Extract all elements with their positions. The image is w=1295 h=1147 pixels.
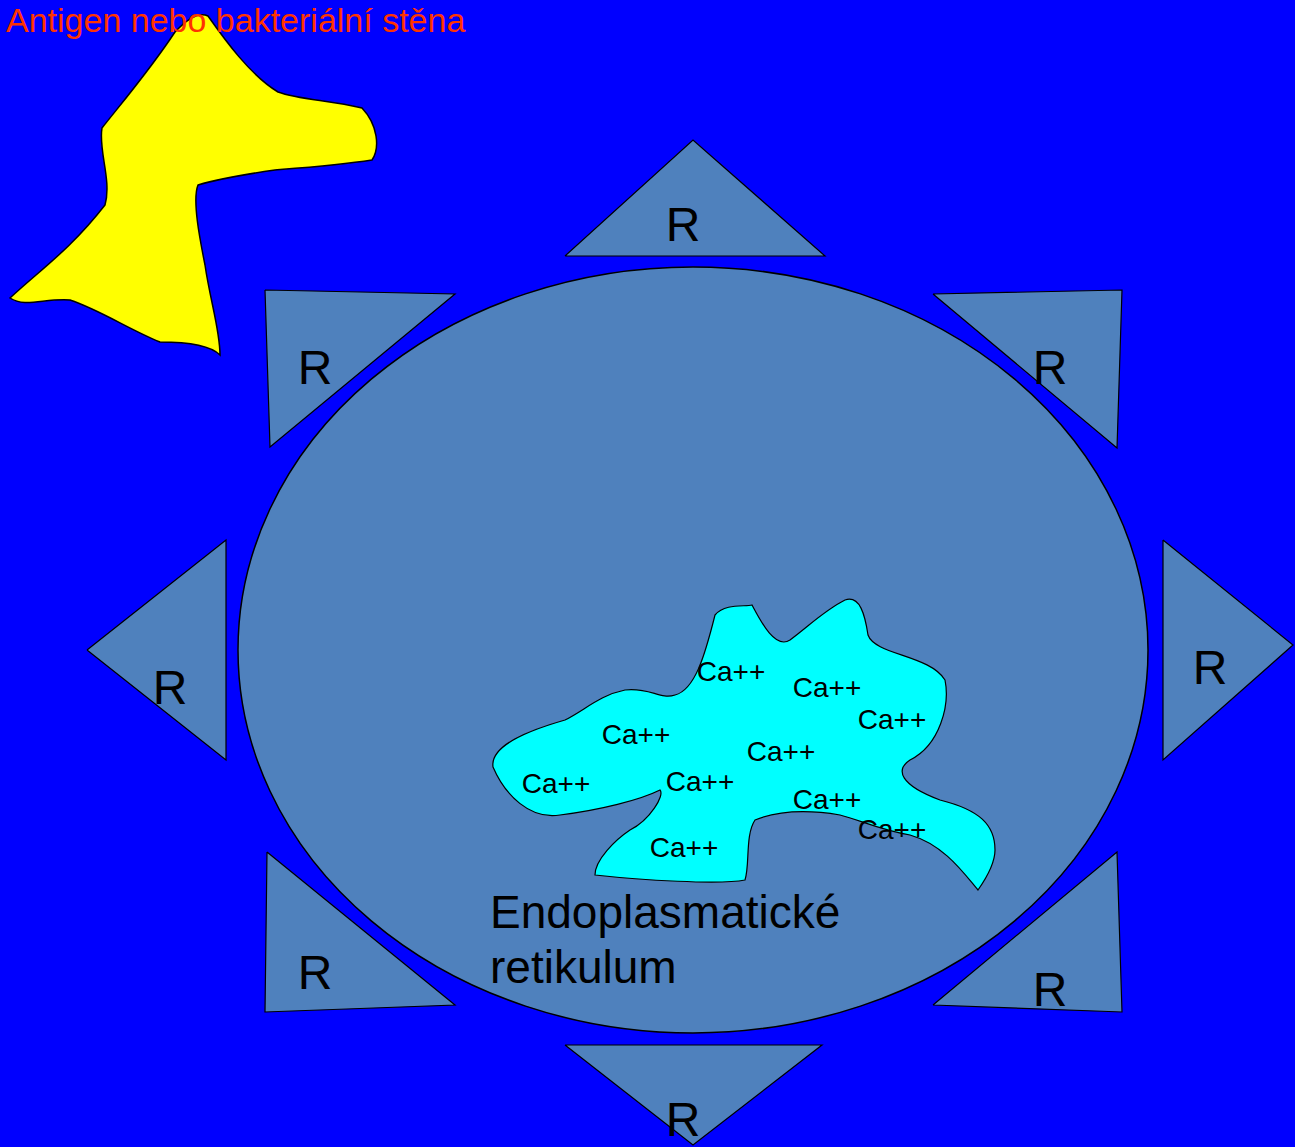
ion-label: Ca++: [650, 833, 719, 864]
receptor: R: [565, 1045, 822, 1145]
receptor-triangle: [565, 140, 825, 256]
ion-label: Ca++: [858, 815, 927, 846]
receptor-outline: [265, 290, 455, 447]
receptor-triangle: [87, 540, 226, 760]
receptor-outline: [1163, 540, 1293, 760]
receptor: R: [933, 290, 1122, 448]
receptor-label: R: [298, 342, 333, 395]
receptor-triangle: [265, 290, 455, 447]
receptor-label: R: [298, 947, 333, 1000]
receptor-triangle: [933, 290, 1122, 448]
endoplasmic-reticulum: Ca++Ca++Ca++Ca++Ca++Ca++Ca++Ca++Ca++Ca++…: [490, 595, 1010, 1025]
cell-body: [238, 267, 1148, 1033]
ion-label: Ca++: [522, 769, 591, 800]
receptor-outline: [87, 540, 226, 760]
receptor: R: [87, 540, 226, 760]
receptor-label: R: [666, 1094, 701, 1147]
receptor-label: R: [1193, 642, 1228, 695]
receptor: R: [1163, 540, 1293, 760]
ion-label: Ca++: [666, 767, 735, 798]
receptor-outline: [933, 290, 1122, 448]
ion-label: Ca++: [793, 673, 862, 704]
receptor-label: R: [1033, 342, 1068, 395]
organelle-name: Endoplasmatické retikulum: [490, 885, 960, 995]
reticulum-shape: [493, 599, 995, 890]
ion-label: Ca++: [697, 657, 766, 688]
receptor-triangle: [265, 852, 455, 1012]
receptor-triangle: [1163, 540, 1293, 760]
receptor-outline: [933, 852, 1122, 1012]
ion-label: Ca++: [602, 720, 671, 751]
receptor: R: [565, 140, 825, 256]
receptor-outline: [265, 852, 455, 1012]
ion-label: Ca++: [747, 737, 816, 768]
receptor-label: R: [153, 662, 188, 715]
ion-label: Ca++: [793, 785, 862, 816]
receptor: R: [265, 852, 455, 1012]
receptor-label: R: [1033, 964, 1068, 1017]
receptor: R: [265, 290, 455, 447]
heading-label: Antigen nebo bakteriální stěna: [6, 2, 465, 39]
receptor: R: [933, 852, 1122, 1012]
receptor-label: R: [666, 199, 701, 252]
ion-label: Ca++: [858, 705, 927, 736]
receptor-triangle: [933, 852, 1122, 1012]
